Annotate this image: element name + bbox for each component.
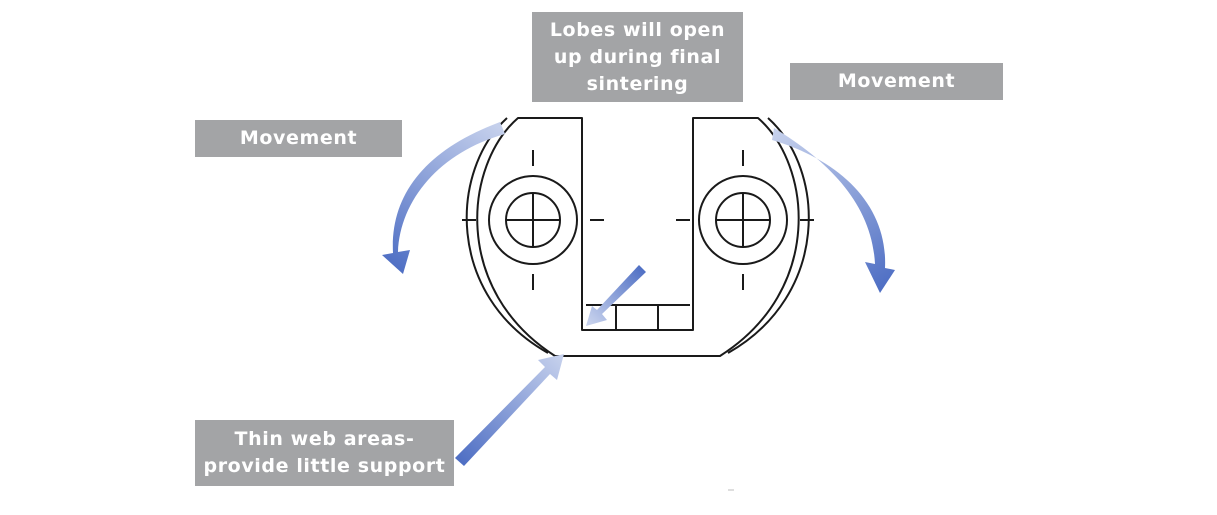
callout-thin-web: Thin web areas- provide little support: [195, 420, 454, 486]
callout-movement-right: Movement: [790, 63, 1003, 100]
part-outline: [465, 117, 810, 357]
movement-right-arrow-icon: [772, 128, 895, 293]
thin-web-pointer-arrow-icon: [455, 354, 564, 466]
left-bore: [462, 150, 604, 290]
slot-pointer-arrow-icon: [586, 265, 646, 326]
callout-lobes-open: Lobes will open up during final sinterin…: [532, 12, 743, 102]
movement-left-arrow-icon: [382, 122, 505, 274]
callout-movement-left: Movement: [195, 120, 402, 157]
right-bore: [676, 150, 814, 290]
